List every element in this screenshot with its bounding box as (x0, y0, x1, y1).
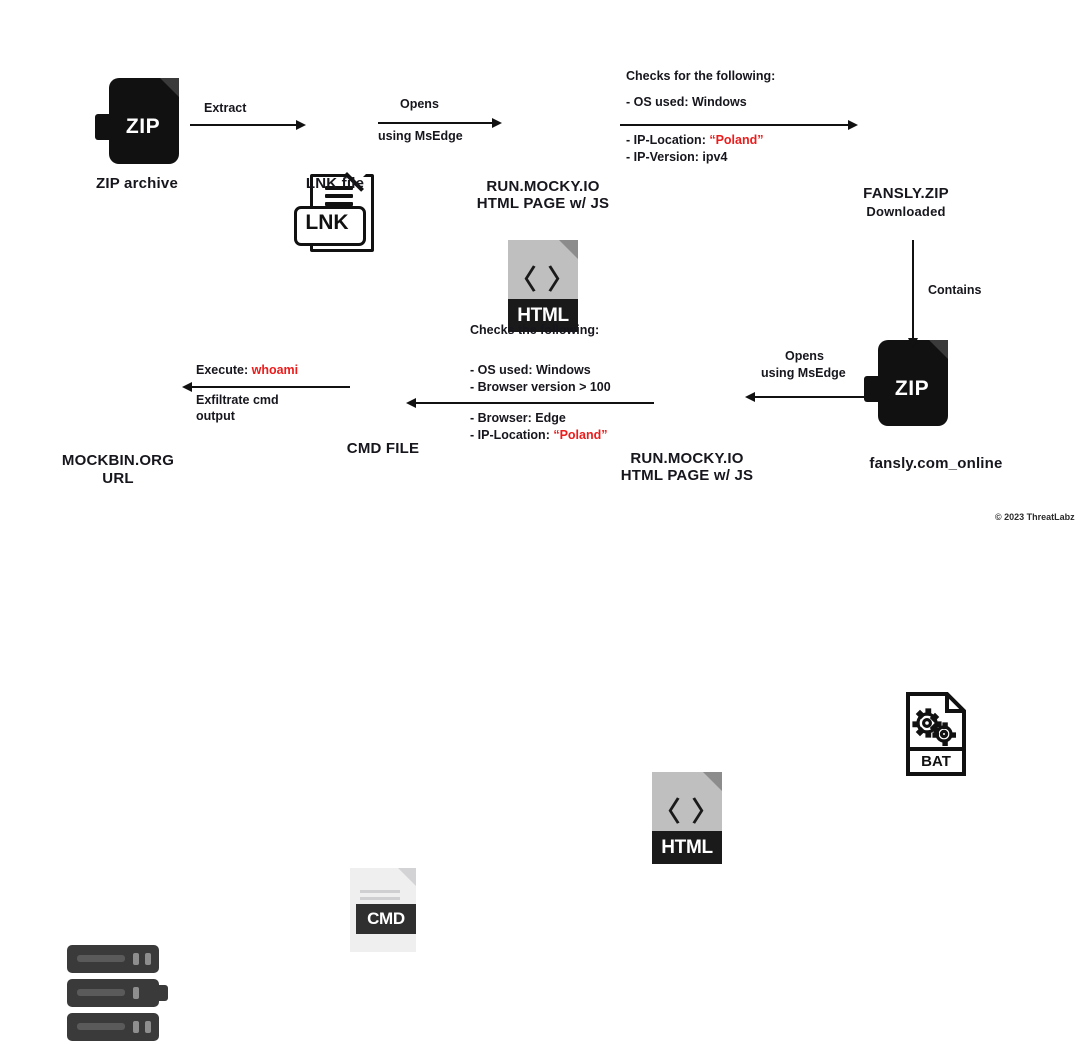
arrow-shaft (755, 396, 903, 398)
label-mockbin-line2: URL (102, 470, 134, 487)
node-html-top: 〈 〉 HTML (508, 240, 578, 332)
arrow-shaft (192, 386, 350, 388)
zip-tab-icon (95, 114, 157, 140)
edge-opens-label-above: Opens (400, 97, 439, 111)
server-bar (77, 1023, 125, 1030)
server-led (145, 1021, 151, 1033)
checks-bottom-os: - OS used: Windows (470, 363, 591, 377)
arrow-shaft (416, 402, 654, 404)
label-cmd-file: CMD FILE (346, 440, 420, 457)
server-led (133, 987, 139, 999)
edge-exfiltrate-line2: output (196, 409, 235, 423)
edge-extract-label: Extract (204, 101, 247, 115)
edge-execute: Execute: whoami Exfiltrate cmd output (182, 362, 352, 432)
label-mockbin-line1: MOCKBIN.ORG (61, 452, 175, 469)
edge-opens-bottom-label-below: using MsEdge (761, 366, 846, 380)
bat-icon-text: BAT (921, 753, 951, 770)
checks-bottom-heading: Checks the following: (470, 323, 600, 337)
node-fansly-zip: ZIP (864, 340, 948, 426)
server-led (145, 953, 151, 965)
label-lnk-file: LNK file (305, 175, 365, 192)
label-zip-archive: ZIP archive (96, 175, 178, 192)
checks-top-ip-location-value: “Poland” (709, 133, 764, 147)
checks-top-ip-location: - IP-Location: “Poland” (626, 132, 764, 149)
arrow-head-icon (406, 398, 416, 408)
arrow-shaft (912, 240, 914, 340)
fansly-zip-icon-text: ZIP (894, 377, 930, 400)
edge-opens-msedge-bottom: Opens using MsEdge (745, 348, 903, 402)
node-cmd-file: CMD (350, 868, 416, 952)
html-icon-text: HTML (517, 305, 569, 326)
arrow-head-icon (745, 392, 755, 402)
doc-line (360, 897, 400, 900)
edge-extract: Extract (190, 100, 315, 140)
checks-top-heading: Checks for the following: (626, 69, 776, 83)
code-brackets-icon: 〈 〉 (653, 797, 721, 827)
edge-execute-command: whoami (251, 363, 299, 377)
node-bat-file: BAT (905, 691, 967, 777)
server-ear (158, 985, 168, 1001)
checks-bottom-browser-version: - Browser version > 100 (470, 380, 611, 394)
code-brackets-icon: 〈 〉 (509, 265, 577, 295)
checks-bottom-ip-location-label: - IP-Location: (470, 428, 554, 442)
lnk-icon-text: LNK (305, 211, 349, 234)
checks-top-ip-location-label: - IP-Location: (626, 133, 710, 147)
arrow-shaft (378, 122, 494, 124)
edge-exfiltrate-line1: Exfiltrate cmd (196, 393, 279, 407)
copyright-notice: © 2023 ThreatLabz (995, 512, 1075, 522)
arrow-shaft (620, 124, 850, 126)
arrow-head-icon (296, 120, 306, 130)
arrow-head-icon (492, 118, 502, 128)
label-fansly-zip: FANSLY.ZIP (863, 185, 949, 202)
edge-contains: Contains (908, 240, 1032, 350)
label-fansly-zip-sub: Downloaded (866, 204, 946, 219)
page-fold-icon (929, 340, 948, 359)
checks-top-ip-version: - IP-Version: ipv4 (626, 150, 728, 164)
label-html-bottom-line1: RUN.MOCKY.IO (630, 450, 744, 467)
arrow-head-icon (908, 338, 918, 348)
html-band (508, 299, 578, 332)
node-lnk-file: LNK (294, 172, 374, 252)
edge-checks-top: Checks for the following: - OS used: Win… (620, 68, 870, 168)
page-fold-icon (349, 172, 368, 191)
arrow-head-icon (182, 382, 192, 392)
node-zip-archive: ZIP (95, 78, 179, 164)
edge-opens-label-below: using MsEdge (378, 129, 463, 143)
infection-chain-diagram: ZIP ZIP archive Extract LNK LNK file Ope… (61, 68, 1075, 1041)
checks-bottom-browser: - Browser: Edge (470, 411, 566, 425)
page-fold-icon (559, 240, 578, 259)
node-html-bottom: 〈 〉 HTML (652, 772, 722, 864)
edge-opens-msedge-top: Opens using MsEdge (378, 96, 508, 146)
doc-line (360, 890, 400, 893)
html-icon-text: HTML (661, 837, 713, 858)
edge-opens-bottom-label-above: Opens (785, 349, 824, 363)
label-html-top-line1: RUN.MOCKY.IO (486, 178, 600, 195)
label-bat-file: fansly.com_online (869, 455, 1003, 472)
edge-contains-label: Contains (928, 283, 982, 297)
doc-line (325, 194, 353, 198)
label-html-top-line2: HTML PAGE w/ JS (476, 195, 610, 212)
arrow-shaft (190, 124, 298, 126)
page-fold-icon (398, 868, 416, 886)
cmd-icon-text: CMD (367, 909, 405, 928)
lnk-badge-box (294, 206, 366, 246)
edge-execute-prefix: Execute: (196, 363, 252, 377)
page-fold-icon (703, 772, 722, 791)
server-led (133, 1021, 139, 1033)
edge-checks-bottom: Checks the following: - OS used: Windows… (404, 322, 654, 442)
edge-execute-label-above: Execute: whoami (196, 362, 298, 378)
arrow-head-icon (848, 120, 858, 130)
doc-line (325, 186, 353, 190)
checks-bottom-ip-location-value: “Poland” (553, 428, 608, 442)
node-mockbin-server (63, 945, 173, 1045)
checks-top-os: - OS used: Windows (626, 95, 747, 109)
label-html-bottom-line2: HTML PAGE w/ JS (620, 467, 754, 484)
zip-icon-text: ZIP (125, 115, 161, 138)
server-led (133, 953, 139, 965)
doc-line (325, 202, 353, 206)
checks-bottom-ip-location: - IP-Location: “Poland” (470, 427, 608, 444)
server-bar (77, 989, 125, 996)
server-bar (77, 955, 125, 962)
page-fold-icon (160, 78, 179, 97)
